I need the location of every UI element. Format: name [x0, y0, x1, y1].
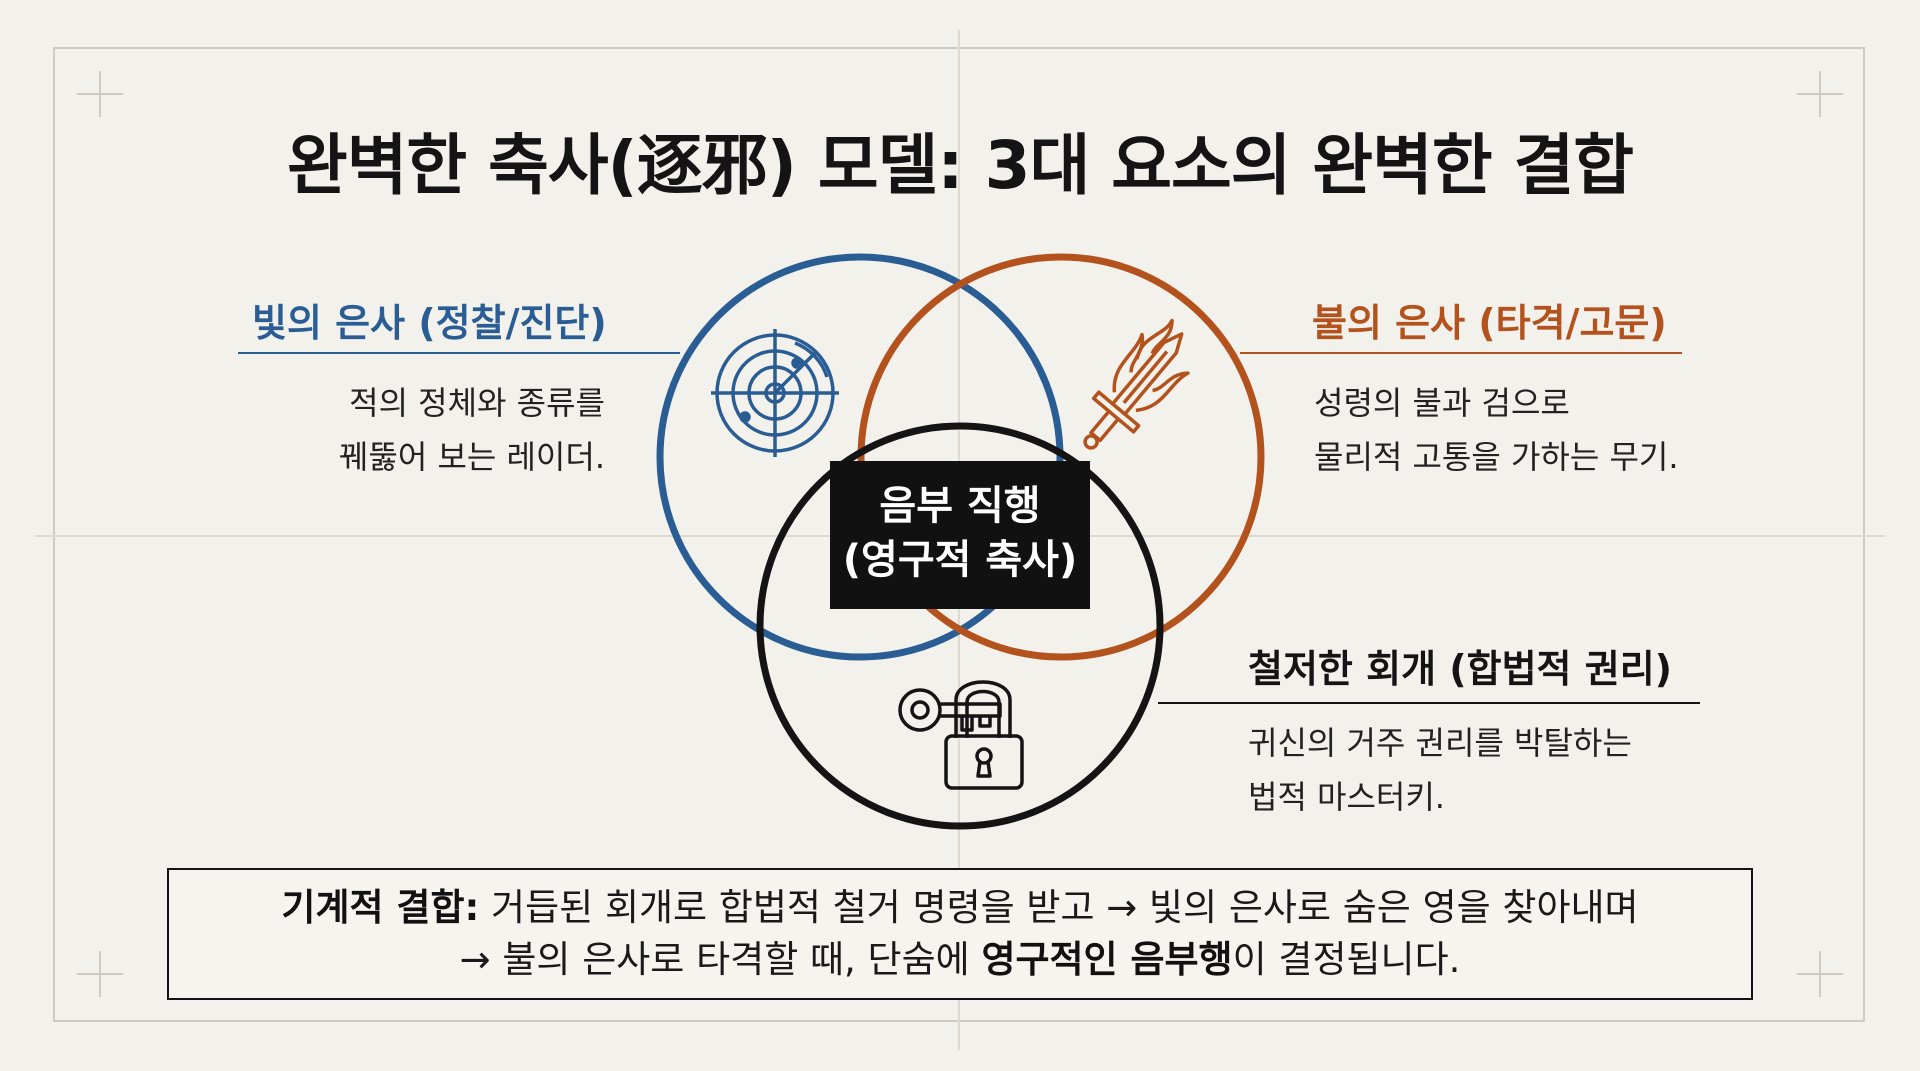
repentance-heading: 철저한 회개 (합법적 권리) [1248, 647, 1673, 691]
corner-crosshair [77, 951, 123, 997]
repentance-line-2: 법적 마스터키. [1248, 778, 1445, 816]
contract-circle [756, 422, 1164, 830]
summary-box: 기계적 결합: 거듭된 회개로 합법적 철거 명령을 받고 → 빛의 은사로 숨… [167, 868, 1753, 1000]
key-padlock-icon [898, 680, 1024, 790]
light-gift-line-2: 꿰뚫어 보는 레이더. [338, 438, 605, 476]
light-gift-description: 적의 정체와 종류를 꿰뚫어 보는 레이더. [339, 376, 605, 484]
light-gift-heading: 빛의 은사 (정찰/진단) [252, 301, 607, 345]
fire-gift-line-2: 물리적 고통을 가하는 무기. [1314, 438, 1679, 476]
summary-text-3: 이 결정됩니다. [1232, 938, 1461, 981]
corner-crosshair [1797, 951, 1843, 997]
light-gift-underline [238, 352, 680, 354]
center-result-box: 음부 직행 (영구적 축사) [830, 461, 1090, 609]
flaming-sword-icon [1083, 318, 1190, 450]
summary-line-2: → 불의 은사로 타격할 때, 단숨에 영구적인 음부행이 결정됩니다. [169, 934, 1751, 986]
fire-gift-line-1: 성령의 불과 검으로 [1314, 384, 1570, 422]
fire-gift-description: 성령의 불과 검으로 물리적 고통을 가하는 무기. [1314, 376, 1679, 484]
summary-line-1: 기계적 결합: 거듭된 회개로 합법적 철거 명령을 받고 → 빛의 은사로 숨… [169, 882, 1751, 934]
summary-label: 기계적 결합: [281, 886, 480, 929]
light-circle [656, 253, 1064, 661]
summary-text-2: → 불의 은사로 타격할 때, 단숨에 [459, 938, 982, 981]
page-title: 완벽한 축사(逐邪) 모델: 3대 요소의 완벽한 결합 [286, 127, 1634, 204]
corner-crosshair [1797, 71, 1843, 117]
center-result-line-2: (영구적 축사) [842, 537, 1078, 583]
summary-text-1: 거듭된 회개로 합법적 철거 명령을 받고 → 빛의 은사로 숨은 영을 찾아내… [479, 886, 1639, 929]
repentance-underline [1158, 702, 1700, 704]
repentance-description: 귀신의 거주 권리를 박탈하는 법적 마스터키. [1248, 716, 1632, 824]
summary-emphasis: 영구적인 음부행 [981, 938, 1233, 981]
center-result-line-1: 음부 직행 [879, 483, 1041, 529]
fire-circle [857, 253, 1265, 661]
fire-gift-underline [1240, 352, 1682, 354]
radar-icon [711, 329, 839, 457]
repentance-line-1: 귀신의 거주 권리를 박탈하는 [1248, 724, 1632, 762]
corner-crosshair [77, 71, 123, 117]
light-gift-line-1: 적의 정체와 종류를 [349, 384, 605, 422]
fire-gift-heading: 불의 은사 (타격/고문) [1312, 301, 1667, 345]
